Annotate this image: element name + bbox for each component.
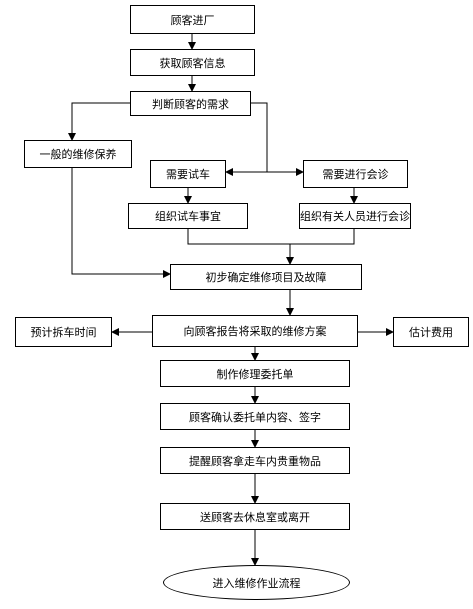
node-preliminary-determine: 初步确定维修项目及故障 [170, 264, 362, 290]
node-need-consultation: 需要进行会诊 [303, 160, 408, 188]
node-label: 初步确定维修项目及故障 [205, 271, 327, 284]
node-general-maintenance: 一般的维修保养 [24, 140, 132, 168]
node-estimate-pickup-time: 预计拆车时间 [15, 317, 112, 347]
node-judge-needs: 判断顾客的需求 [130, 91, 251, 116]
node-label: 组织有关人员进行会诊 [300, 210, 410, 223]
node-report-plan: 向顾客报告将采取的维修方案 [152, 315, 358, 347]
node-label: 获取顾客信息 [159, 56, 226, 70]
line-judge-right [251, 102, 268, 172]
node-label: 顾客进厂 [170, 13, 215, 27]
node-confirm-sign: 顾客确认委托单内容、签字 [160, 403, 350, 430]
node-get-info: 获取顾客信息 [130, 49, 255, 76]
node-customer-enter: 顾客进厂 [130, 5, 255, 34]
node-send-to-lounge: 送顾客去休息室或离开 [160, 503, 350, 530]
node-label: 需要进行会诊 [322, 168, 389, 181]
arrow-general-to-preliminary [71, 168, 171, 278]
node-make-work-order: 制作修理委托单 [160, 360, 350, 387]
node-estimate-cost: 估计费用 [393, 317, 469, 347]
node-label: 一般的维修保养 [39, 148, 117, 161]
node-label: 组织试车事宜 [155, 210, 221, 223]
line-organize-test-down [187, 229, 355, 245]
node-label: 提醒顾客拿走车内贵重物品 [189, 454, 321, 468]
node-enter-process: 进入维修作业流程 [163, 565, 350, 600]
node-label: 顾客确认委托单内容、签字 [189, 410, 321, 424]
node-label: 进入维修作业流程 [212, 576, 301, 590]
node-organize-test-drive: 组织试车事宜 [128, 203, 248, 229]
node-label: 向顾客报告将采取的维修方案 [183, 325, 327, 338]
arrow-judge-to-general [68, 102, 130, 141]
node-label: 制作修理委托单 [216, 367, 294, 381]
node-label: 估计费用 [409, 326, 453, 339]
node-need-test-drive: 需要试车 [150, 160, 226, 188]
node-organize-consultation: 组织有关人员进行会诊 [299, 203, 411, 229]
node-remind-valuables: 提醒顾客拿走车内贵重物品 [160, 447, 350, 474]
node-label: 送顾客去休息室或离开 [200, 510, 310, 524]
node-label: 判断顾客的需求 [152, 97, 229, 111]
node-label: 需要试车 [166, 168, 210, 181]
node-label: 预计拆车时间 [30, 326, 97, 339]
